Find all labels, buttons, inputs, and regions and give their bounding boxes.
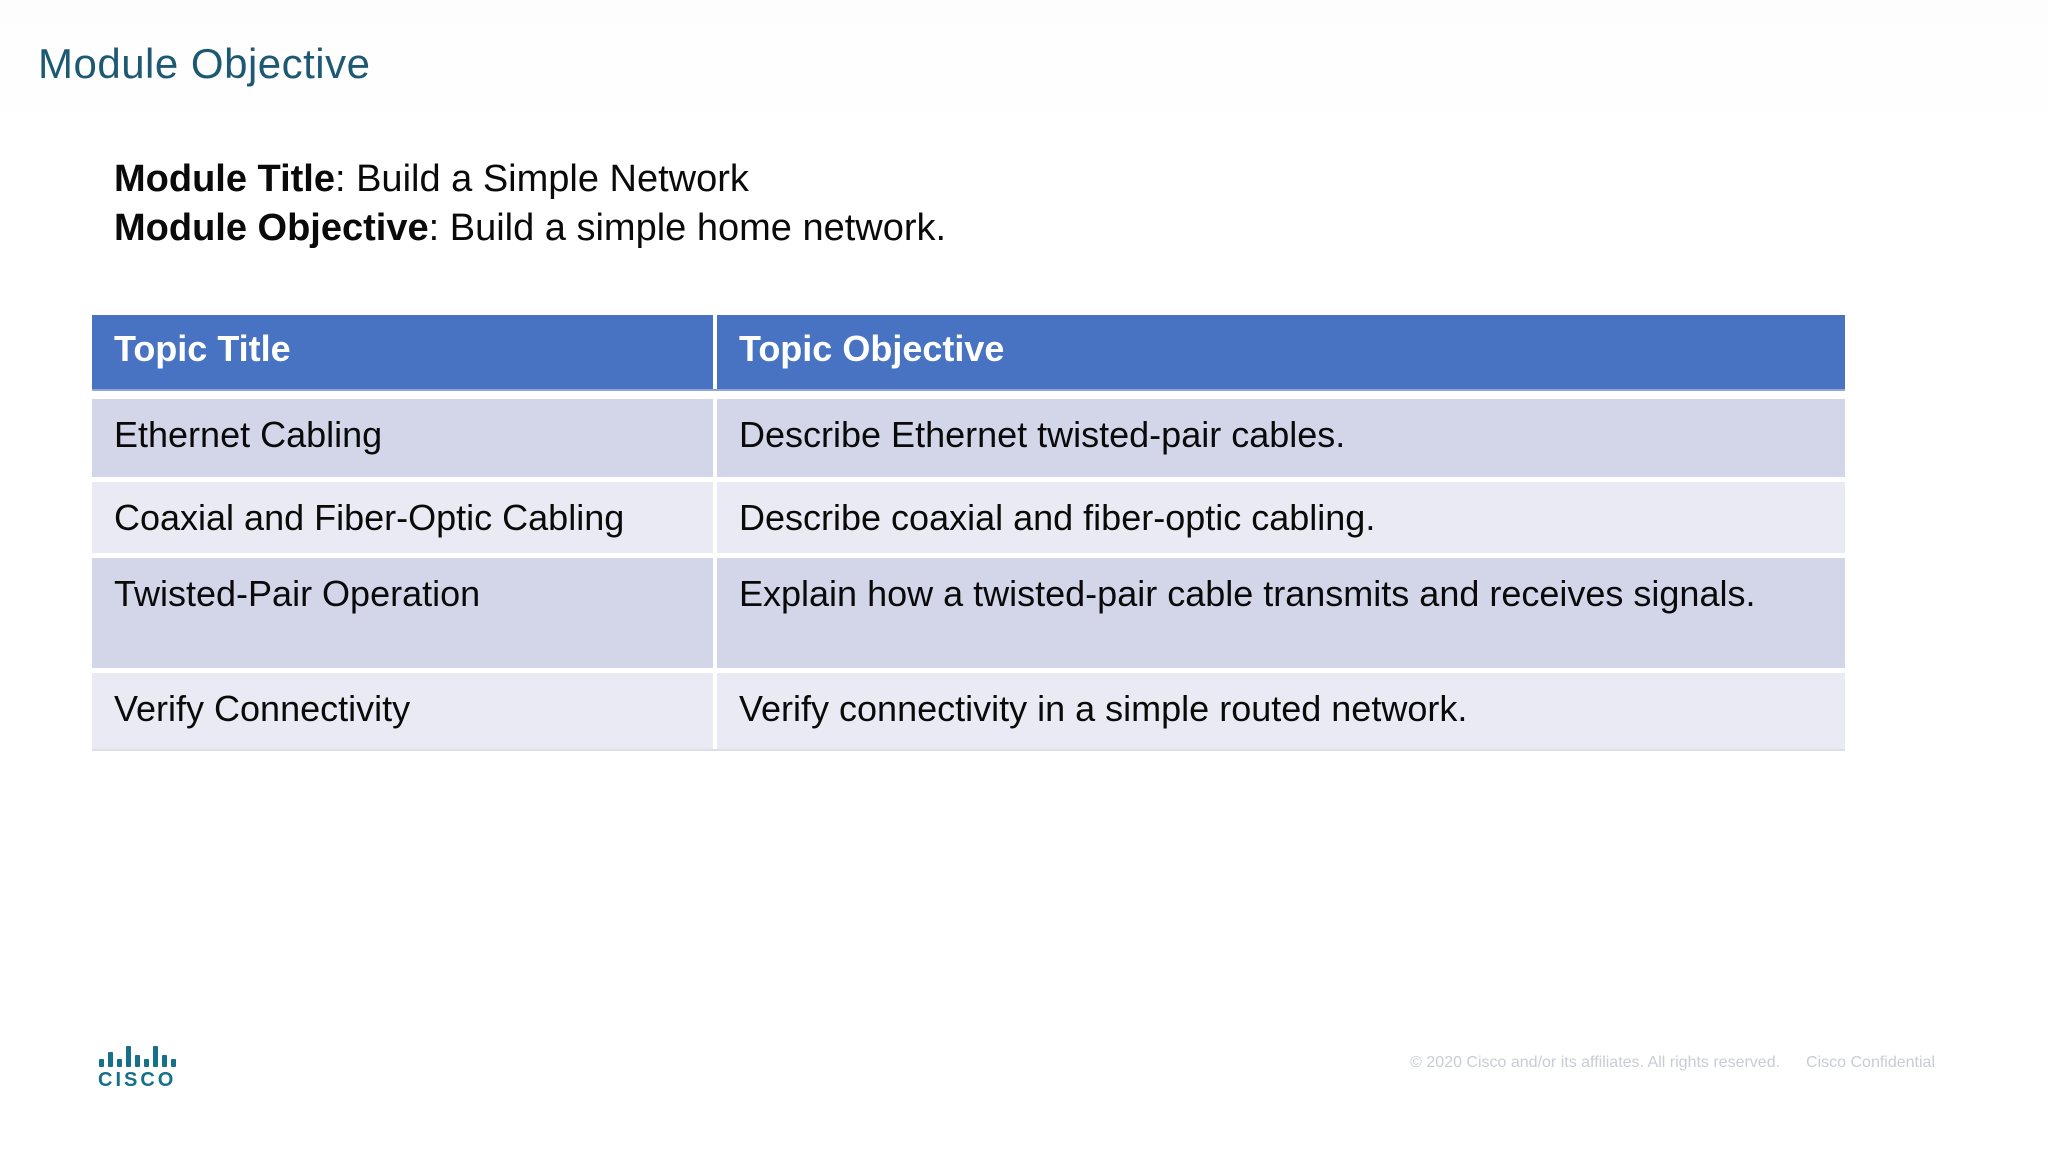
module-objective-value: : Build a simple home network.	[428, 207, 947, 249]
copyright-text: © 2020 Cisco and/or its affiliates. All …	[1410, 1054, 1781, 1071]
table-row: Verify Connectivity Verify connectivity …	[92, 673, 1845, 749]
topics-table: Topic Title Topic Objective Ethernet Cab…	[92, 315, 1845, 751]
topic-cell: Ethernet Cabling	[92, 399, 717, 477]
module-summary: Module Title: Build a Simple Network Mod…	[114, 155, 946, 253]
objective-cell: Describe coaxial and fiber-optic cabling…	[717, 482, 1845, 553]
page-title: Module Objective	[38, 40, 371, 87]
objective-cell: Verify connectivity in a simple routed n…	[717, 673, 1845, 749]
column-header-topic-objective: Topic Objective	[739, 328, 1005, 369]
module-title-label: Module Title	[114, 158, 335, 200]
module-objective-line: Module Objective: Build a simple home ne…	[114, 204, 946, 253]
table-header-row: Topic Title Topic Objective	[92, 315, 1845, 391]
topic-cell: Verify Connectivity	[92, 673, 717, 749]
module-title-value: : Build a Simple Network	[334, 158, 749, 200]
confidential-label: Cisco Confidential	[1806, 1054, 1935, 1071]
table-row: Twisted-Pair Operation Explain how a twi…	[92, 558, 1845, 668]
table-row: Ethernet Cabling Describe Ethernet twist…	[92, 399, 1845, 477]
table-row: Coaxial and Fiber-Optic Cabling Describe…	[92, 482, 1845, 553]
cisco-bridge-icon	[98, 1046, 176, 1067]
objective-cell: Describe Ethernet twisted-pair cables.	[717, 399, 1845, 477]
cisco-wordmark: cisco	[98, 1069, 177, 1091]
topic-cell: Twisted-Pair Operation	[92, 558, 717, 668]
column-header-topic-title: Topic Title	[92, 315, 717, 389]
footer-legal-text: © 2020 Cisco and/or its affiliates. All …	[1410, 1054, 1935, 1072]
cisco-logo: cisco	[98, 1046, 176, 1090]
module-title-line: Module Title: Build a Simple Network	[114, 155, 946, 204]
topic-cell: Coaxial and Fiber-Optic Cabling	[92, 482, 717, 553]
objective-cell: Explain how a twisted-pair cable transmi…	[717, 558, 1845, 668]
module-objective-label: Module Objective	[114, 207, 429, 249]
